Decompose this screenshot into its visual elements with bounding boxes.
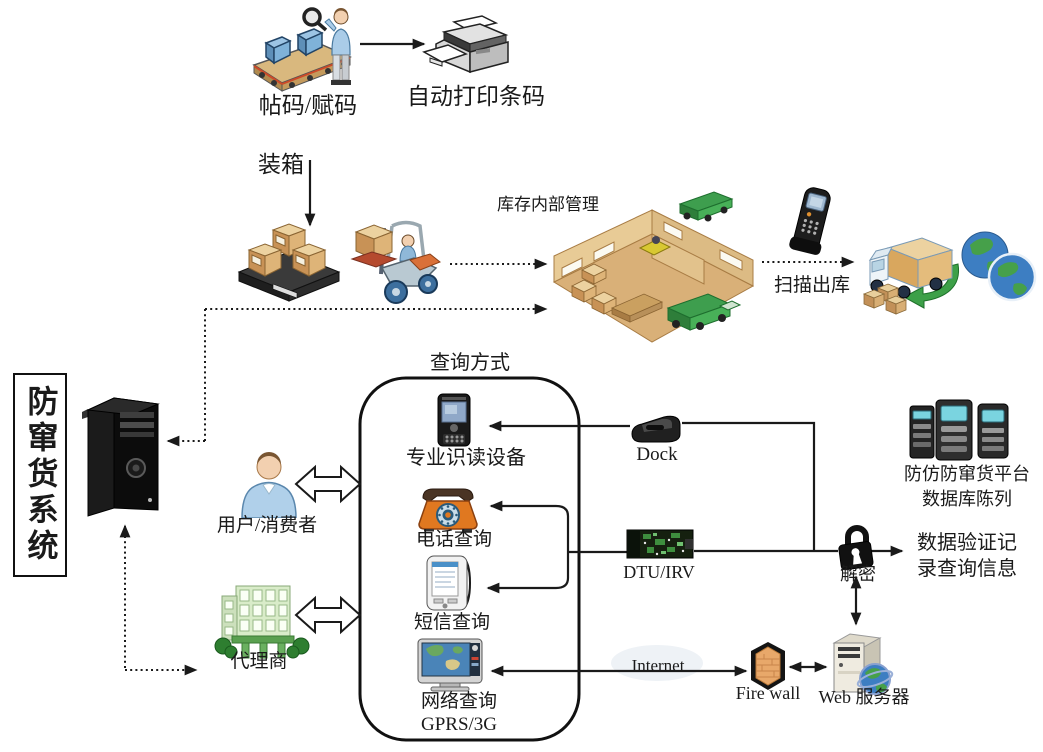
web-monitor-icon — [416, 637, 486, 698]
label-internet: Internet — [631, 656, 685, 675]
label-auto-print: 自动打印条码 — [407, 84, 545, 109]
pallet-boxes-icon — [235, 220, 343, 309]
firewall-icon — [748, 640, 788, 697]
system-title: 防窜货系统 — [22, 385, 58, 565]
label-record-line1: 数据验证记 — [917, 532, 1017, 554]
printer-icon — [420, 14, 514, 93]
decrypt-lock-icon — [835, 521, 879, 576]
warehouse-icon — [552, 190, 755, 353]
query-method-box — [358, 376, 581, 742]
telephone-icon — [417, 484, 479, 537]
label-inventory-mgmt: 库存内部管理 — [497, 195, 599, 214]
user-person-icon — [238, 450, 300, 523]
label-packing: 装箱 — [258, 152, 304, 177]
label-platform-line2: 数据库陈列 — [922, 489, 1012, 509]
system-title-box: 防窜货系统 — [13, 373, 67, 577]
label-sms-query: 短信查询 — [413, 612, 490, 633]
computer-tower-icon — [74, 388, 170, 527]
label-gprs: GPRS/3G — [421, 714, 498, 735]
forklift-icon — [348, 214, 448, 317]
label-phone-query: 电话查询 — [415, 529, 492, 550]
web-server-icon — [822, 626, 896, 703]
delivery-truck-icon — [860, 226, 968, 323]
label-web-query: 网络查询 — [421, 691, 498, 712]
label-dock: Dock — [636, 444, 678, 465]
label-agent: 代理商 — [230, 651, 288, 672]
label-record-line2: 录查询信息 — [917, 558, 1017, 580]
label-dtu: DTU/IRV — [623, 562, 695, 582]
globes-icon — [958, 230, 1040, 307]
label-platform-line1: 防仿防窜货平台 — [904, 464, 1030, 484]
handheld-scanner-icon — [782, 186, 840, 265]
dtu-board-icon — [625, 527, 695, 566]
sms-device-icon — [423, 554, 475, 617]
database-servers-icon — [908, 398, 1022, 467]
reader-device-icon — [434, 392, 474, 453]
line-branch-to-sms — [486, 552, 570, 594]
user-double-arrow — [294, 464, 362, 504]
label-reader: 专业识读设备 — [406, 447, 526, 469]
label-scan-out: 扫描出库 — [773, 275, 850, 296]
line-branch-to-phone — [489, 500, 570, 552]
label-web-server: Web 服务器 — [818, 687, 910, 707]
dock-icon — [628, 411, 684, 452]
label-user: 用户/消费者 — [216, 515, 318, 536]
agent-double-arrow — [294, 595, 362, 635]
coding-conveyor-icon — [248, 5, 360, 102]
label-decrypt: 解密 — [840, 564, 876, 584]
line-dock-to-trunk — [682, 421, 816, 551]
label-query-method: 查询方式 — [430, 352, 510, 374]
label-firewall: Fire wall — [735, 683, 801, 703]
label-coding: 帖码/赋码 — [258, 93, 358, 118]
agent-building-icon — [212, 580, 312, 671]
